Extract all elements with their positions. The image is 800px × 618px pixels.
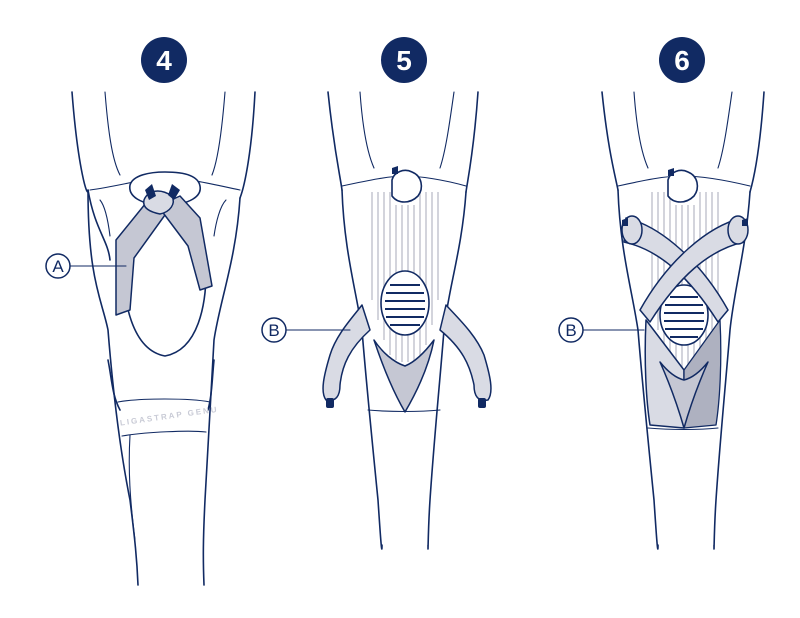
step-5-leg [322,91,492,550]
step-6-number: 6 [674,45,690,76]
step-4-brand-watermark: LIGASTRAP GENU [119,405,219,428]
step-6-leg [601,91,765,550]
step-5-number: 5 [396,45,412,76]
step-5-badge: 5 [381,37,427,83]
callout-a: A [45,253,127,279]
callout-a-label: A [52,257,64,276]
step-4-panel: 4 LIGAST [45,37,256,586]
callout-b-step-6: B [558,317,645,343]
callout-b-step-6-label: B [565,321,576,340]
step-4-leg: LIGASTRAP GENU [71,91,256,586]
step-4-number: 4 [156,45,172,76]
step-5-panel: 5 [261,37,492,550]
callout-b-step-5-label: B [268,321,279,340]
callout-b-step-5: B [261,317,351,343]
step-6-panel: 6 [558,37,765,550]
step-6-badge: 6 [659,37,705,83]
step-4-badge: 4 [141,37,187,83]
